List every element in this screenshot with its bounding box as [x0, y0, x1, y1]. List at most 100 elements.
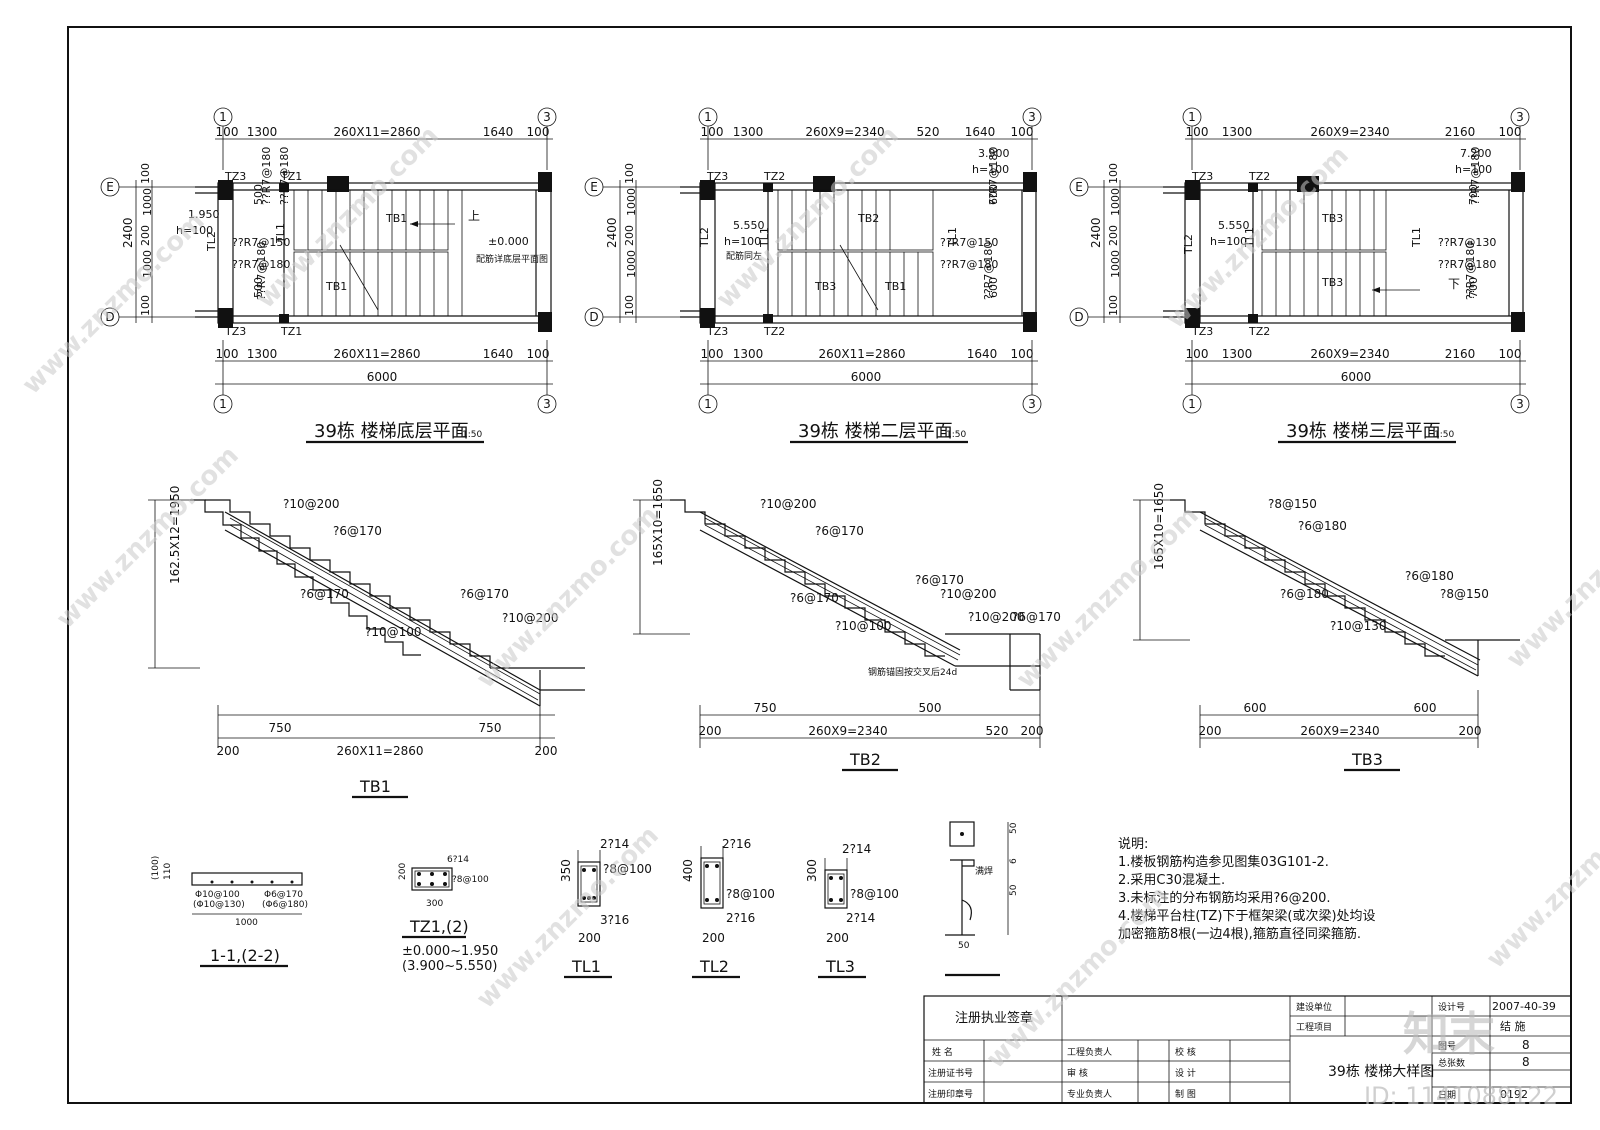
dim-text: 350 [559, 859, 573, 882]
rebar-label: 2?16 [722, 837, 751, 851]
dim-text: 260X9=2340 [1310, 347, 1389, 361]
watermark-text: www.znzmo.com [1501, 481, 1600, 675]
rebar-label: ?6@180 [1298, 519, 1347, 533]
rebar-label: ??R7@150 [232, 236, 290, 249]
tb-label: 工程项目 [1296, 1022, 1332, 1033]
axis-label: 3 [543, 110, 551, 124]
column-label: TZ2 [763, 325, 785, 338]
dim-text: 260X9=2340 [805, 125, 884, 139]
dim-text: 400 [681, 859, 695, 882]
axis-label: 1 [704, 397, 712, 411]
slab-label: TB3 [1321, 276, 1343, 289]
dim-text: 100 [1011, 125, 1034, 139]
dim-text: 1000 [141, 250, 154, 278]
plan-title: 39栋 楼梯底层平面 [314, 421, 469, 442]
dim-text: 1300 [247, 125, 278, 139]
rebar-label: ?10@130 [1330, 619, 1387, 633]
axis-label: E [106, 180, 114, 194]
dim-text: 1000 [141, 188, 154, 216]
dim-text: 200 [578, 931, 601, 945]
rebar-label: 2?14 [600, 837, 629, 851]
note-line: 2.采用C30混凝土. [1118, 872, 1225, 888]
axis-label: E [1075, 180, 1083, 194]
rebar-label: (Φ10@130) [193, 900, 245, 910]
dim-text: 100 [139, 295, 152, 316]
tb-value: 8 [1522, 1055, 1530, 1069]
rebar-label: 2?14 [842, 842, 871, 856]
dim-text: 200 [398, 863, 408, 880]
rebar-label: 2?14 [846, 911, 875, 925]
axis-label: 1 [1188, 110, 1196, 124]
dim-text: 100 [1186, 347, 1209, 361]
section-tb1: 162.5X12=1950 ?10@200 ?6@170 ?6@170 ?6@1… [148, 486, 585, 799]
slab-label: TB1 [884, 280, 906, 293]
tb-value: 8 [1522, 1038, 1530, 1052]
direction-label: 上 [468, 209, 480, 223]
rebar-label: ?6@170 [1012, 610, 1061, 624]
dim-text: 100 [1186, 125, 1209, 139]
dim-text: 1300 [733, 125, 764, 139]
watermark-text: www.znzmo.com [17, 206, 211, 400]
title-block: 注册执业签章 姓 名 工程负责人 校 核 注册证书号 审 核 设 计 注册印章号… [923, 995, 1572, 1104]
detail-embedded-hook: 满焊 50 6 50 50 [945, 821, 1019, 977]
detail-column-tz: 6?14 ?8@100 200 300 TZ1,(2) ±0.000~1.950… [398, 855, 498, 974]
slab-label: TB2 [857, 212, 879, 225]
level-mark: 1.950 [188, 208, 220, 221]
dim-text: 200 [699, 724, 722, 738]
plan-scale: 1:50 [1434, 430, 1454, 440]
dim-text: 100 [623, 295, 636, 316]
dim-text: 200 [1107, 225, 1120, 246]
rebar-label: ??R7@180 [982, 242, 995, 300]
rebar-label: ?6@170 [300, 587, 349, 601]
level-mark: h=100 [724, 235, 761, 248]
slab-label: TB3 [814, 280, 836, 293]
dim-text: 750 [479, 721, 502, 735]
slab-label: TB1 [385, 212, 407, 225]
dim-text: 500 [252, 184, 265, 205]
rebar-label: 6?14 [447, 855, 469, 865]
dim-text: 50 [1009, 822, 1019, 834]
dim-text: 600 [1414, 701, 1437, 715]
dim-text: 1640 [967, 347, 998, 361]
dim-text: 100 [527, 125, 550, 139]
dim-text: 100 [1011, 347, 1034, 361]
rebar-label: ??R7@180 [232, 258, 290, 271]
rebar-label: ??R7@180 [940, 258, 998, 271]
detail-title: 1-1,(2-2) [210, 946, 280, 965]
plan-ground-floor: 1 3 1 3 E D 100 1300 260X11=2860 1640 10… [100, 107, 557, 444]
section-note: 钢筋锚固按交叉后24d [868, 666, 957, 678]
beam-label: TL1 [1243, 227, 1256, 248]
rebar-label: ??R7@180 [278, 147, 291, 205]
watermark-text: www.znzmo.com [51, 441, 245, 635]
section-title: TB1 [359, 777, 391, 796]
dim-text: 100 [216, 347, 239, 361]
dim-text: 520 [986, 724, 1009, 738]
note-line: 3.未标注的分布钢筋均采用?6@200. [1118, 890, 1331, 906]
dim-text: 750 [754, 701, 777, 715]
dim-text: 260X9=2340 [1300, 724, 1379, 738]
dim-text: 600 [987, 277, 1000, 298]
plan-third-floor: 1 3 1 3 E D 100 1300 260X9=2340 2160 100 [1069, 107, 1530, 444]
axis-label: 3 [543, 397, 551, 411]
tb-label: 建设单位 [1296, 1001, 1332, 1013]
dim-text: 200 [623, 225, 636, 246]
dim-text: 1000 [1109, 188, 1122, 216]
axis-label: D [1074, 310, 1083, 324]
dim-text: 50 [958, 941, 970, 951]
column-label: TZ2 [1248, 325, 1270, 338]
dim-text: 2400 [605, 217, 619, 248]
tb-label: 专业负责人 [1067, 1088, 1112, 1100]
dim-text: 700 [1467, 277, 1480, 298]
plan-scale: 1:50 [462, 430, 482, 440]
dim-text: 260X11=2860 [337, 744, 424, 758]
rebar-label: ?8@100 [603, 862, 652, 876]
plan-title: 39栋 楼梯三层平面 [1286, 421, 1441, 442]
drawing-title: 39栋 楼梯大样图 [1328, 1063, 1434, 1080]
level-mark: 7.200 [1460, 147, 1492, 160]
plan-scale: 1:50 [946, 430, 966, 440]
dim-text: 1640 [483, 347, 514, 361]
plan-title: 39栋 楼梯二层平面 [798, 421, 953, 442]
note-line: 1.楼板钢筋构造参见图集03G101-2. [1118, 854, 1329, 870]
dim-text: 2400 [121, 217, 135, 248]
column-label: TZ3 [706, 325, 728, 338]
